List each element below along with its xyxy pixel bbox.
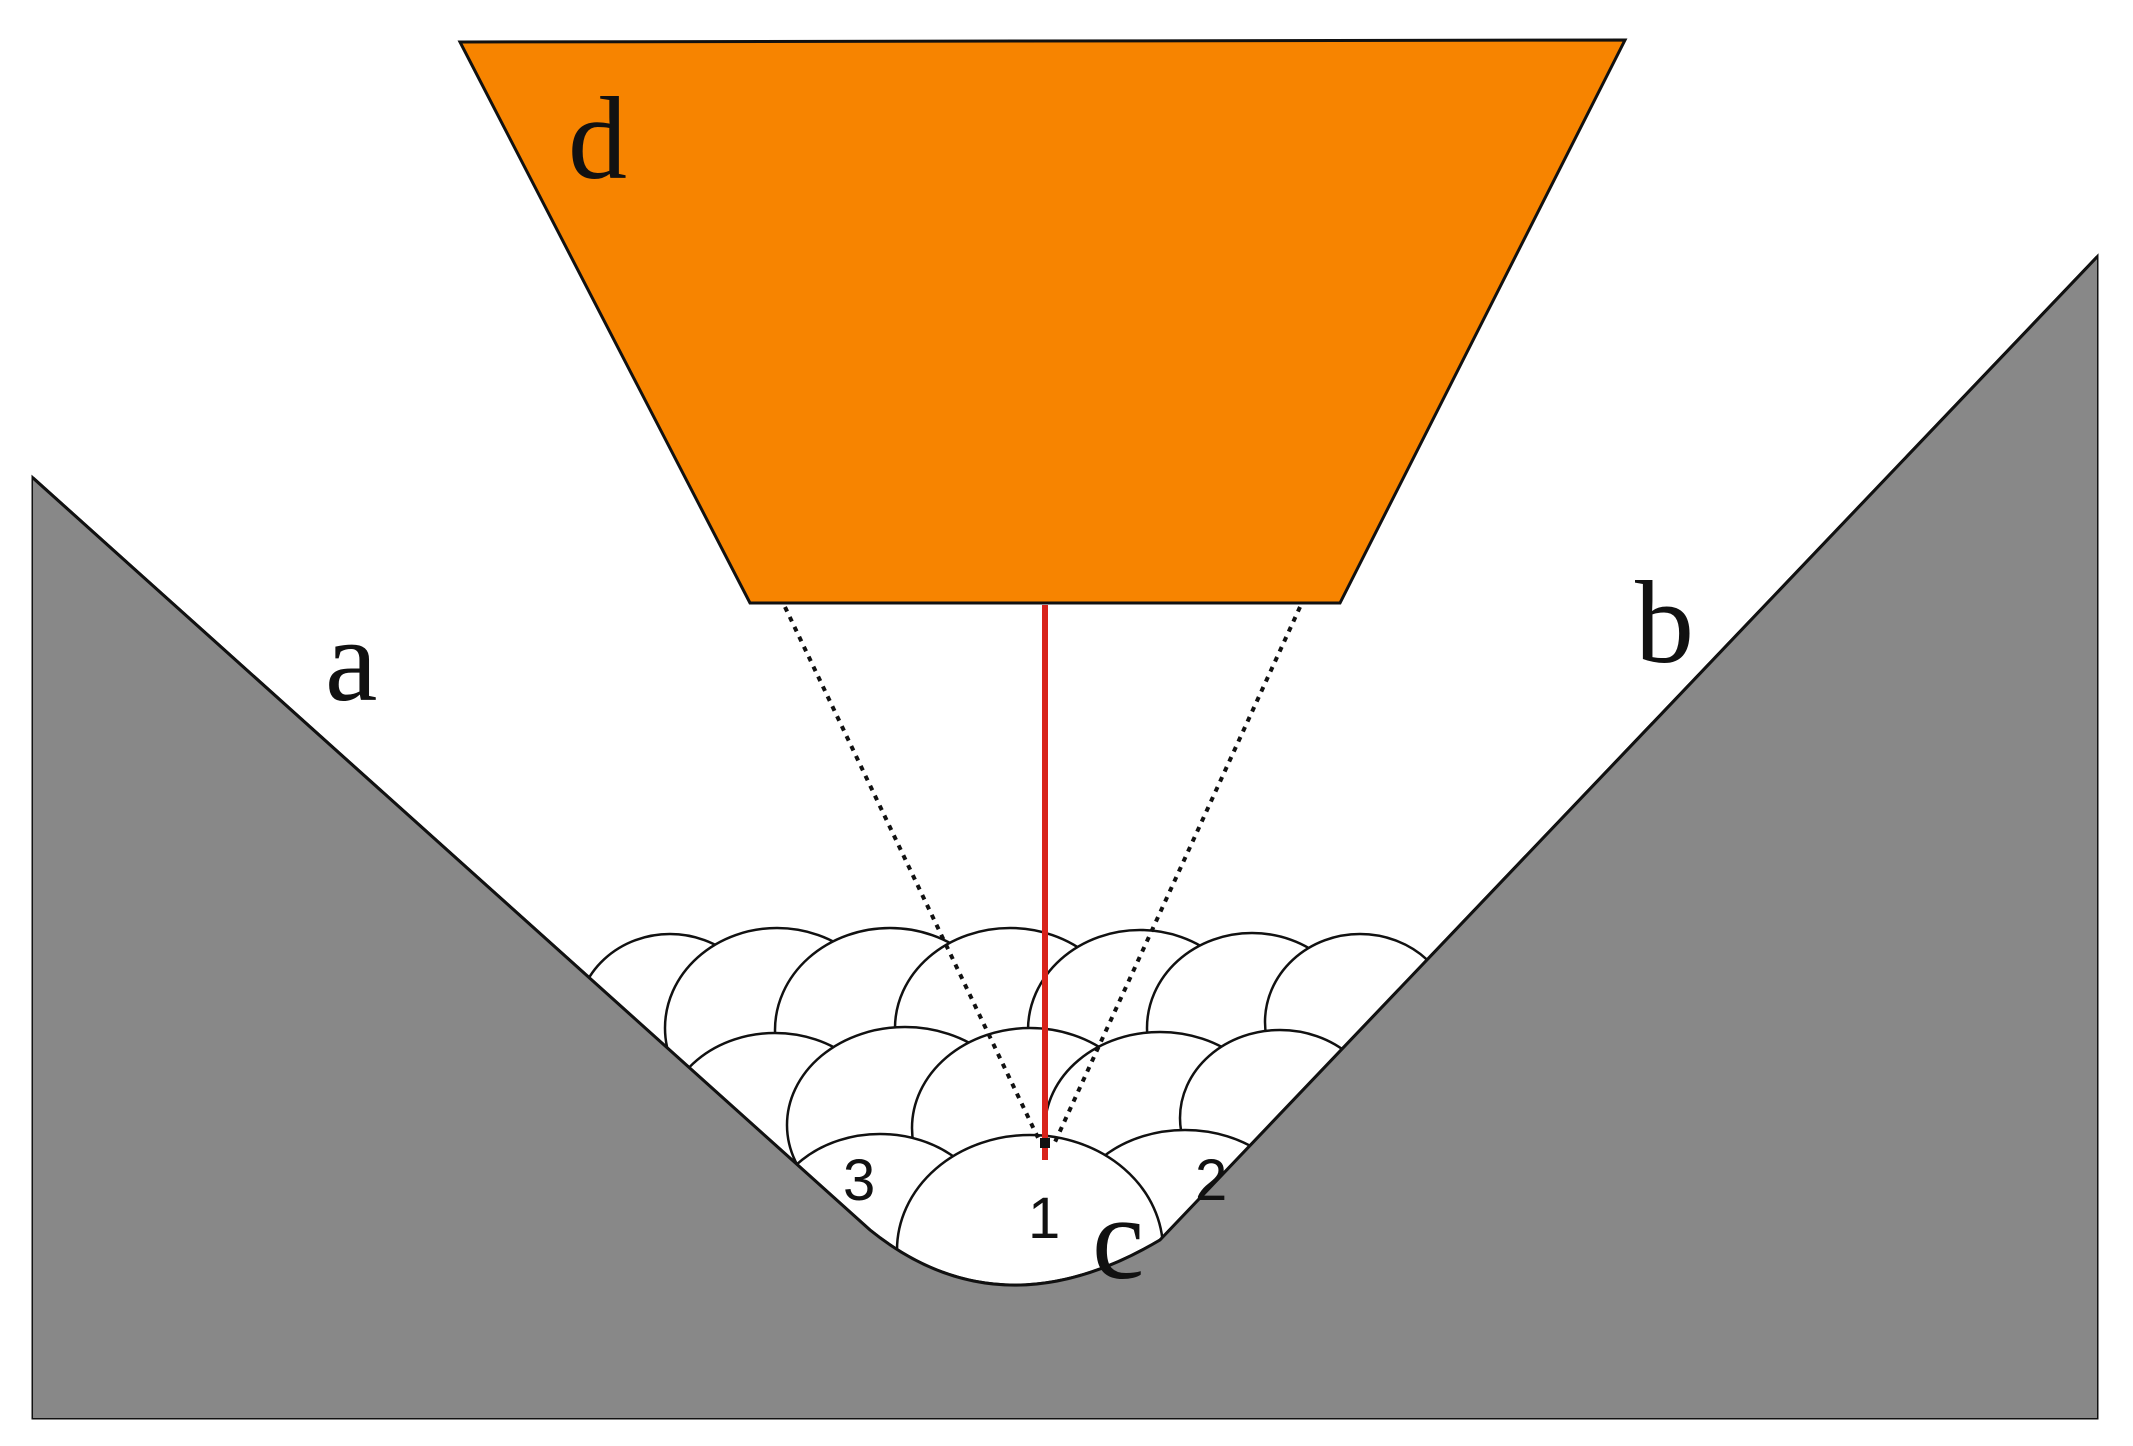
groove-mask-left <box>33 478 940 1418</box>
label-d: d <box>568 73 627 204</box>
label-particle-2: 2 <box>1195 1148 1227 1213</box>
groove-mask-bottom <box>870 1230 1160 1418</box>
label-c: c <box>1092 1173 1144 1304</box>
groove-mask-right <box>1100 257 2097 1418</box>
label-a: a <box>325 595 377 726</box>
groove-edge-top <box>31 255 2099 1287</box>
beam-focus-point <box>1040 1138 1050 1148</box>
nozzle-d <box>457 38 1628 605</box>
label-particle-1: 1 <box>1028 1186 1060 1251</box>
label-particle-3: 3 <box>843 1148 875 1213</box>
label-b: b <box>1635 557 1694 688</box>
